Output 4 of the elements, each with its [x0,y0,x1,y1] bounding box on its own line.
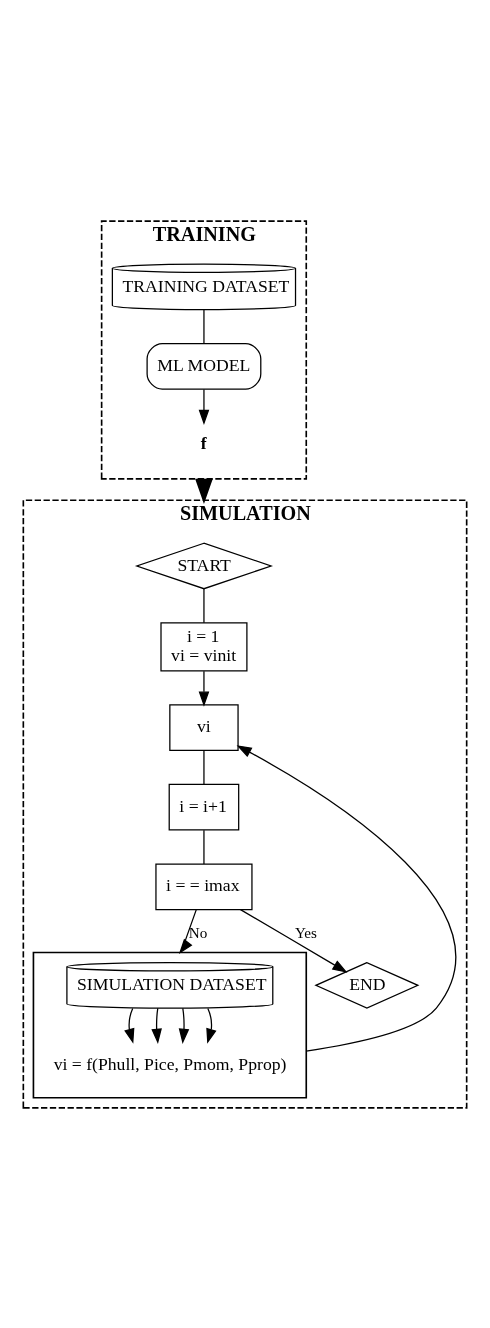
edge-label: Yes [294,923,317,941]
node-text: f [200,432,207,453]
node-text: vi = f(Phull, Pice, Pmom, Pprop) [53,1053,287,1074]
edge-label: No [188,923,208,941]
